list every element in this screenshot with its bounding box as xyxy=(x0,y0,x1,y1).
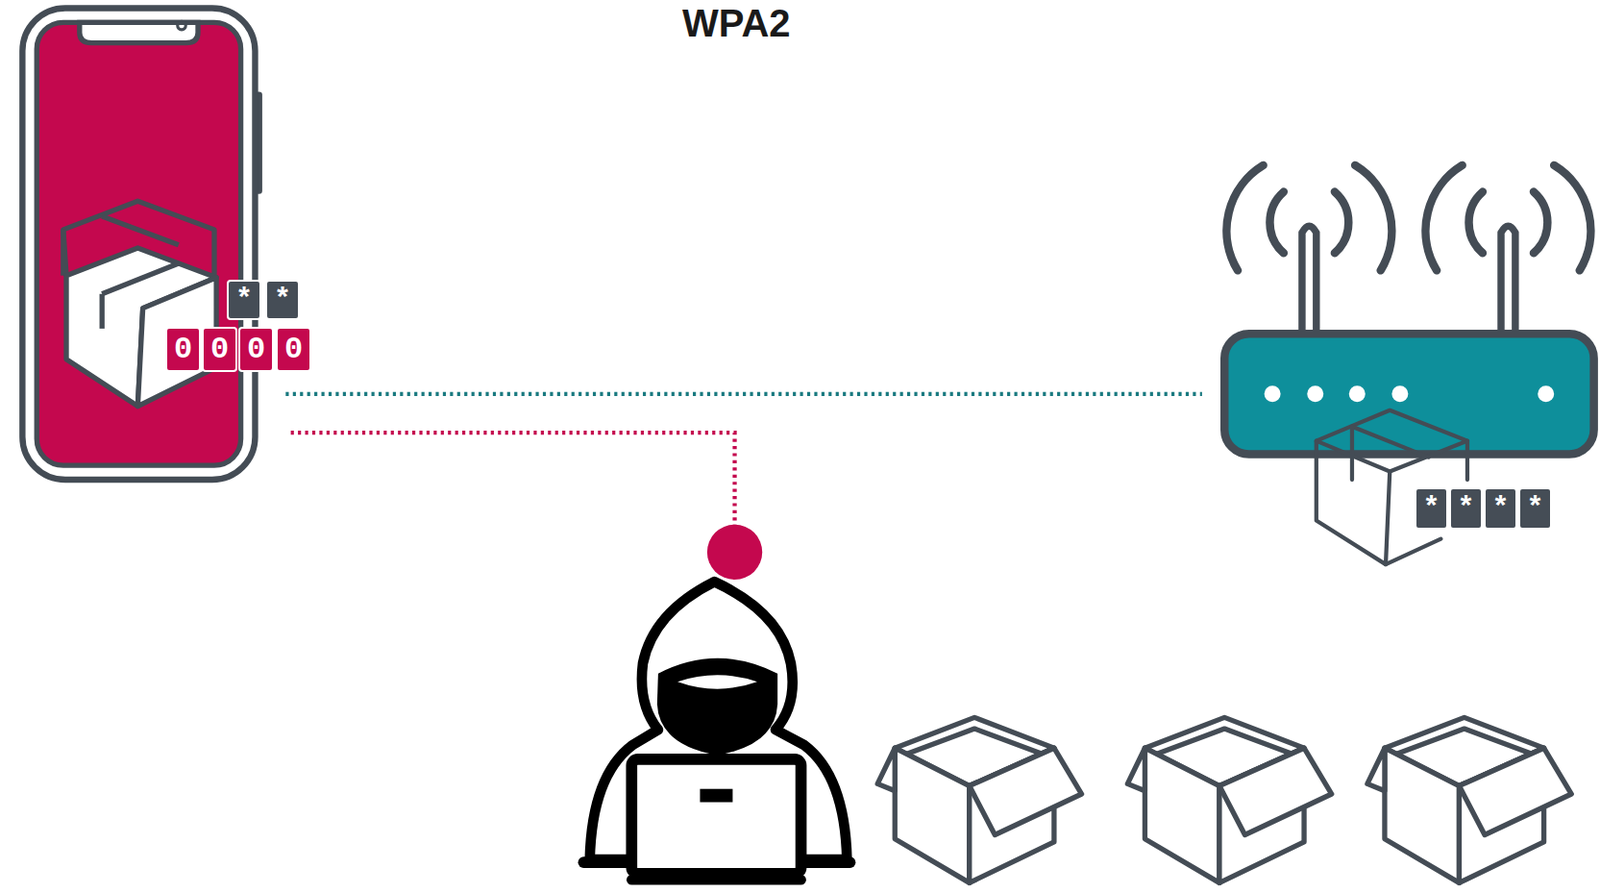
hacker xyxy=(583,581,850,880)
tap-dot xyxy=(707,524,763,580)
key-tile: * xyxy=(1414,487,1449,530)
key-tile: 0 xyxy=(165,326,201,372)
key-tile: * xyxy=(1449,487,1483,530)
diagram-title: WPA2 xyxy=(682,3,791,43)
key-tile: * xyxy=(1483,487,1518,530)
key-char: * xyxy=(1491,493,1509,523)
open-box xyxy=(1367,716,1572,883)
key-char: 0 xyxy=(173,334,193,366)
key-char: 0 xyxy=(284,334,303,366)
teal-link xyxy=(285,392,1203,396)
key-tile: * xyxy=(226,279,262,320)
key-tile: 0 xyxy=(201,326,238,372)
key-char: * xyxy=(273,285,292,315)
open-box xyxy=(877,716,1082,883)
key-char: 0 xyxy=(246,334,266,366)
router xyxy=(1224,165,1594,565)
phone xyxy=(22,7,263,480)
key-char: * xyxy=(1422,493,1440,523)
open-box xyxy=(1127,716,1331,883)
key-tile: * xyxy=(1518,487,1552,530)
key-tile: * xyxy=(265,279,300,320)
key-tile: 0 xyxy=(238,326,274,372)
key-char: * xyxy=(235,285,253,315)
key-char: 0 xyxy=(210,334,229,366)
key-char: * xyxy=(1456,493,1475,523)
key-tile: 0 xyxy=(275,326,312,372)
magenta-link xyxy=(291,432,736,529)
key-char: * xyxy=(1526,493,1544,523)
